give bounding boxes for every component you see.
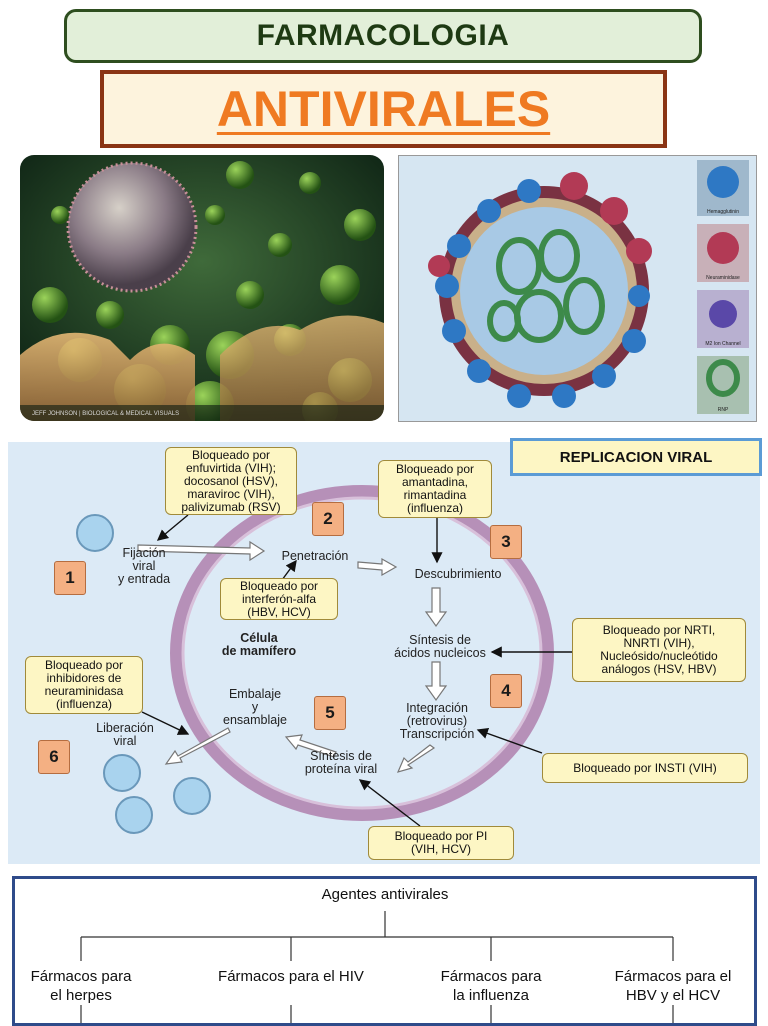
- step-4-badge: 4: [490, 674, 522, 708]
- block-note-integration: Bloqueado por INSTI (VIH): [542, 753, 748, 783]
- step-3-badge: 3: [490, 525, 522, 559]
- replication-diagram-lines: [76, 485, 572, 834]
- image-credit: JEFF JOHNSON | BIOLOGICAL & MEDICAL VISU…: [32, 411, 179, 417]
- legend-rnp: RNP: [718, 407, 729, 413]
- cell-label: Célula de mamífero: [221, 631, 297, 658]
- cell-membrane: [170, 485, 554, 821]
- branch-hbv-hcv: Fármacos para el HBV y el HCV: [614, 968, 732, 1004]
- influenza-virion-illustration: Hemagglutinin Neuraminidase M2 Ion Chann…: [398, 155, 757, 422]
- subject-banner: FARMACOLOGIA: [64, 9, 702, 63]
- virus-cells-illustration: JEFF JOHNSON | BIOLOGICAL & MEDICAL VISU…: [20, 155, 384, 421]
- block-note-protein: Bloqueado por PI (VIH, HCV): [368, 826, 514, 860]
- block-note-release: Bloqueado por inhibidores de neuraminida…: [25, 656, 143, 714]
- stage-attachment: Fijación viral y entrada: [117, 546, 171, 586]
- stage-nucleic-acid-synthesis: Síntesis de ácidos nucleicos: [394, 633, 486, 660]
- stage-assembly: Embalaje y ensamblaje: [223, 687, 287, 727]
- topic-banner: ANTIVIRALES: [100, 70, 667, 148]
- legend-m2-ion-channel: M2 Ion Channel: [705, 341, 740, 347]
- step-1-badge: 1: [54, 561, 86, 595]
- virus-particles: [76, 514, 211, 834]
- stage-uncoating: Descubrimiento: [414, 567, 502, 581]
- branch-hiv: Fármacos para el HIV: [218, 968, 364, 985]
- stage-integration: Integración (retrovirus) Transcripción: [399, 701, 475, 741]
- step-5-badge: 5: [314, 696, 346, 730]
- block-note-entry: Bloqueado por enfuvirtida (VIH); docosan…: [165, 447, 297, 515]
- branch-herpes: Fármacos para el herpes: [30, 968, 132, 1004]
- antiviral-agents-chart: Agentes antivirales Fármacos para el her…: [12, 876, 757, 1026]
- replication-title: REPLICACION VIRAL: [510, 438, 762, 476]
- topic-title: ANTIVIRALES: [216, 81, 551, 137]
- block-note-nucleic-acids: Bloqueado por NRTI, NNRTI (VIH), Nucleós…: [572, 618, 746, 682]
- step-2-badge: 2: [312, 502, 344, 536]
- branch-influenza: Fármacos para la influenza: [440, 968, 542, 1004]
- agents-root: Agentes antivirales: [321, 886, 449, 903]
- stage-release: Liberación viral: [96, 721, 154, 748]
- block-note-uncoating: Bloqueado por amantadina, rimantadina (i…: [378, 460, 492, 518]
- block-note-penetration: Bloqueado por interferón-alfa (HBV, HCV): [220, 578, 338, 620]
- stage-penetration: Penetración: [281, 549, 349, 563]
- step-6-badge: 6: [38, 740, 70, 774]
- stage-protein-synthesis: Síntesis de proteína viral: [304, 749, 378, 776]
- legend-neuraminidase: Neuraminidase: [706, 275, 740, 281]
- legend-hemagglutinin: Hemagglutinin: [707, 209, 739, 215]
